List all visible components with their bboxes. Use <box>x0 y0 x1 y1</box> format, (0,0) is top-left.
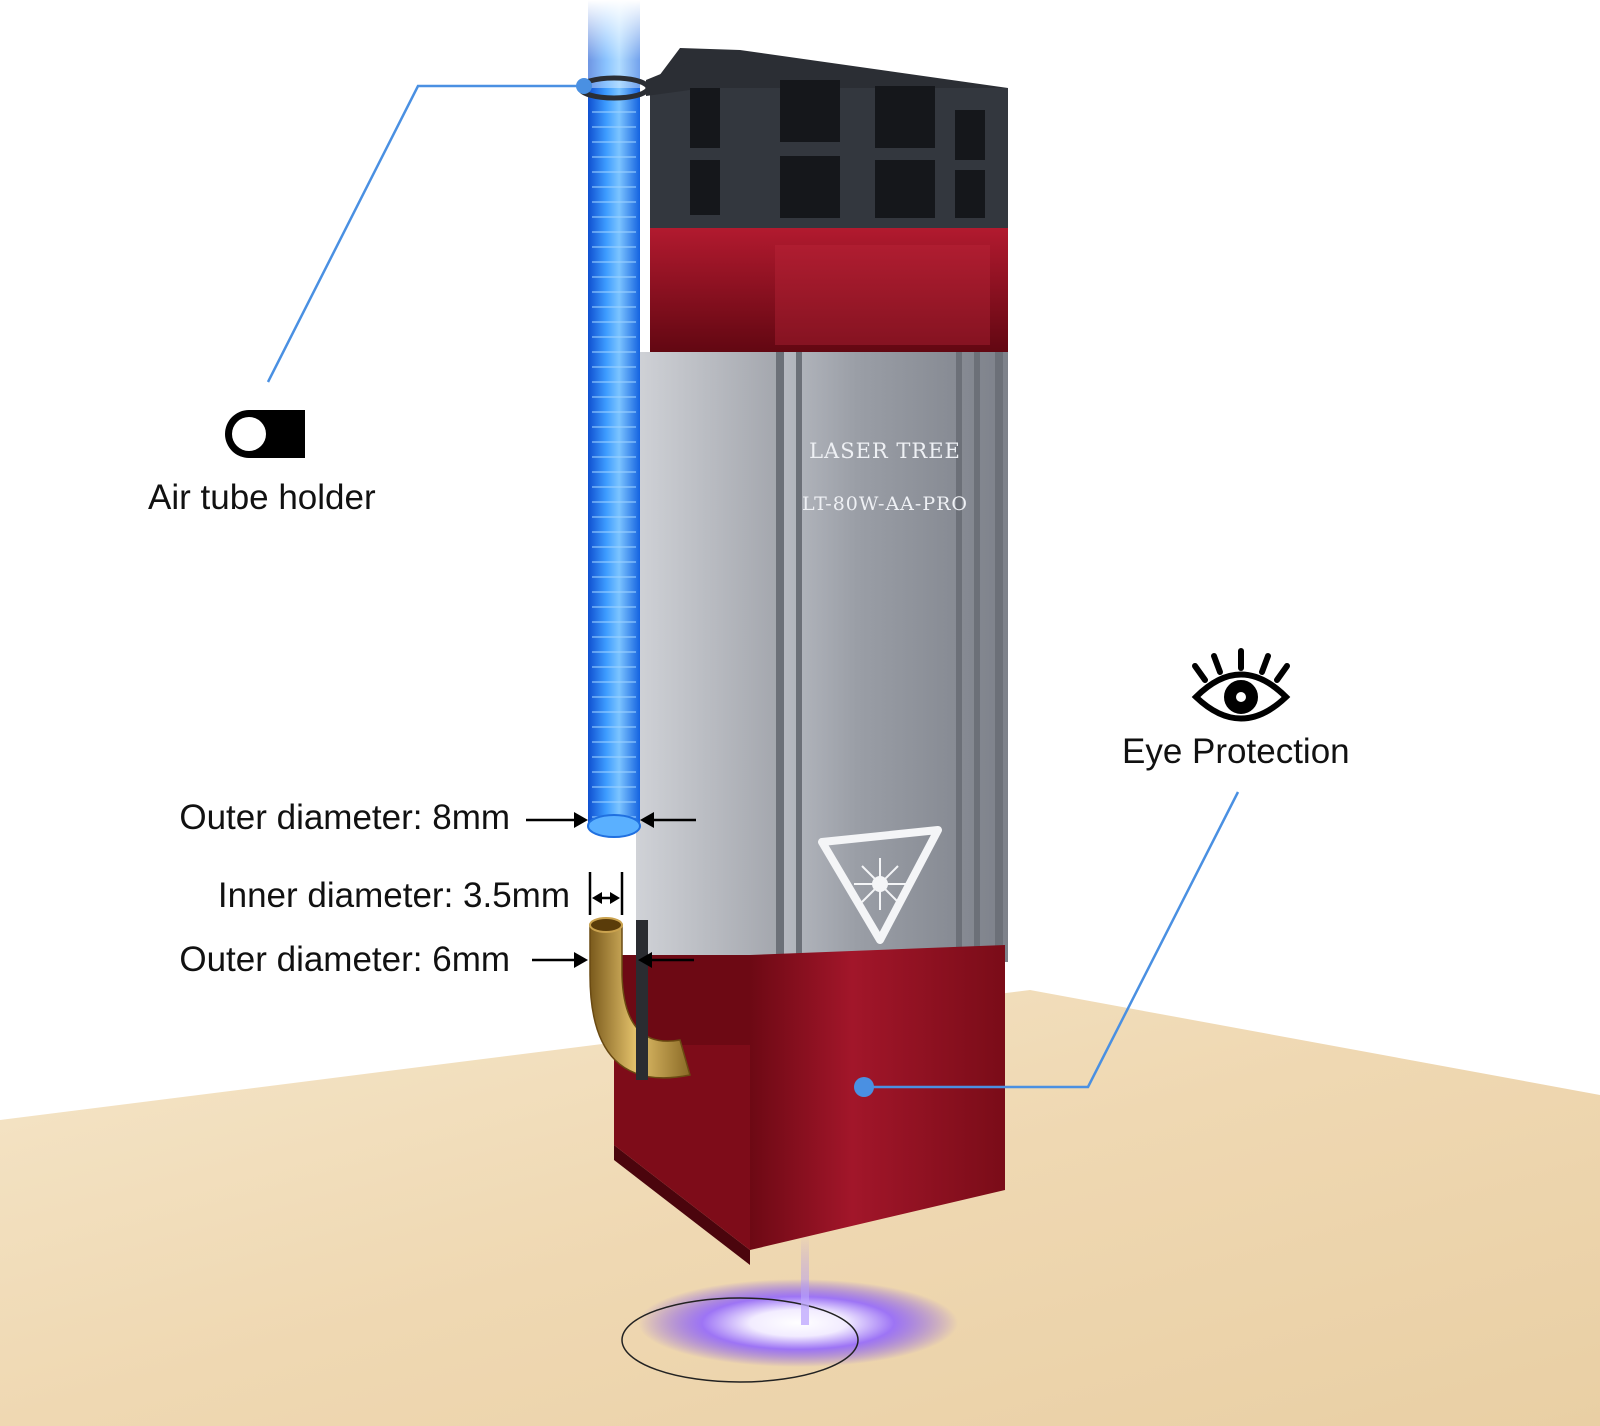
heatsink-groove <box>974 352 980 962</box>
heatsink-groove <box>776 352 784 962</box>
red-lower-front <box>750 945 1005 1250</box>
fan-vent <box>690 88 720 148</box>
dimension-arrow-nozzle-inner <box>588 872 624 915</box>
grey-side-panel <box>636 352 776 962</box>
nozzle-opening <box>589 917 623 933</box>
dimension-arrow-nozzle-outer <box>532 952 694 968</box>
tube-outer-diameter-label: Outer diameter: 8mm <box>179 798 510 837</box>
nozzle-inner-diameter-label: Inner diameter: 3.5mm <box>217 876 570 915</box>
laser-spot-glow <box>638 1279 958 1367</box>
dimension-arrow-tube-outer <box>526 812 696 828</box>
laser-warning-triangle <box>818 826 942 944</box>
holder-arm <box>646 62 690 96</box>
grey-front-panel <box>776 352 1008 962</box>
red-window-glare <box>775 245 990 345</box>
fan-vent <box>875 86 935 148</box>
air-tube-holder-label: Air tube holder <box>148 478 376 517</box>
fan-vent <box>955 170 985 218</box>
fan-vent <box>875 160 935 218</box>
heatsink-groove <box>995 352 1003 962</box>
laser-spot-ring <box>621 1297 859 1383</box>
red-window-upper <box>650 228 1008 360</box>
air-tube-rings <box>592 88 636 826</box>
fan-vent <box>690 160 720 215</box>
laser-warning-icon <box>854 858 906 910</box>
brass-air-nozzle <box>589 924 691 1079</box>
fan-vent <box>780 156 840 218</box>
eye-icon <box>1191 648 1291 722</box>
toggle-icon <box>225 410 305 458</box>
fan-vent <box>955 110 985 160</box>
heatsink-groove <box>956 352 962 962</box>
air-tube-end <box>587 814 641 838</box>
callout-line-eye-protection <box>864 791 1240 1089</box>
nozzle-outer-diameter-label: Outer diameter: 6mm <box>179 940 510 979</box>
laser-beam <box>801 1235 809 1325</box>
heatsink-groove <box>796 352 802 962</box>
model-engraving: LT-80W-AA-PRO <box>802 493 968 515</box>
callout-dot-air-tube-holder <box>576 78 592 94</box>
air-tube-top-mask <box>586 0 642 60</box>
nozzle-bracket <box>636 920 648 1080</box>
brand-engraving: LASER TREE <box>809 439 961 463</box>
callout-dot-eye-protection <box>854 1077 874 1097</box>
eye-protection-label: Eye Protection <box>1122 732 1350 771</box>
red-lower-side-slope <box>614 1045 750 1250</box>
fan-vent <box>780 80 840 142</box>
red-lower-bottom <box>614 1145 750 1265</box>
callout-line-air-tube-holder <box>266 84 584 383</box>
